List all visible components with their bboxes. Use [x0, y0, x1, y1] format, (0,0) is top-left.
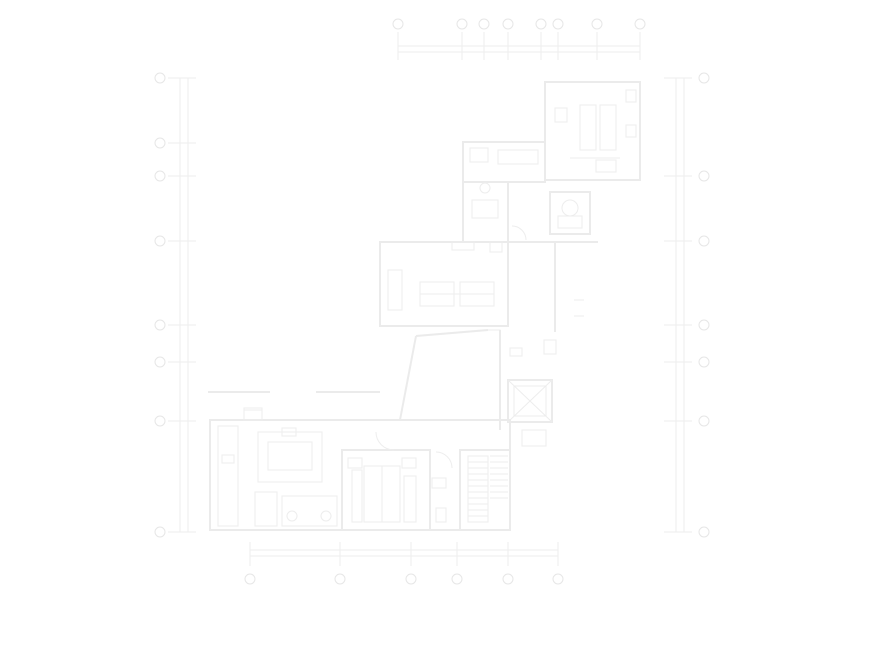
bottom-middle-room: [341, 431, 453, 531]
left-dimension-string: [168, 77, 196, 533]
right-grid-bubbles: [698, 72, 710, 538]
top-dimension-string: [397, 32, 641, 60]
right-dimension-string: [664, 77, 692, 533]
top-grid-bubbles: [392, 18, 646, 30]
elevator-shaft-top: [549, 191, 591, 235]
corridor-slope: [399, 329, 501, 430]
connecting-walls: [400, 299, 584, 530]
bottom-grid-bubbles: [244, 573, 564, 585]
elevator-core: [507, 379, 553, 447]
stair-flight: [459, 449, 511, 531]
top-right-room: [544, 81, 641, 181]
middle-room: [379, 225, 598, 357]
bottom-left-room: [208, 391, 511, 531]
upper-middle-room: [462, 141, 546, 243]
bottom-dimension-string: [249, 542, 559, 566]
left-grid-bubbles: [154, 72, 166, 538]
